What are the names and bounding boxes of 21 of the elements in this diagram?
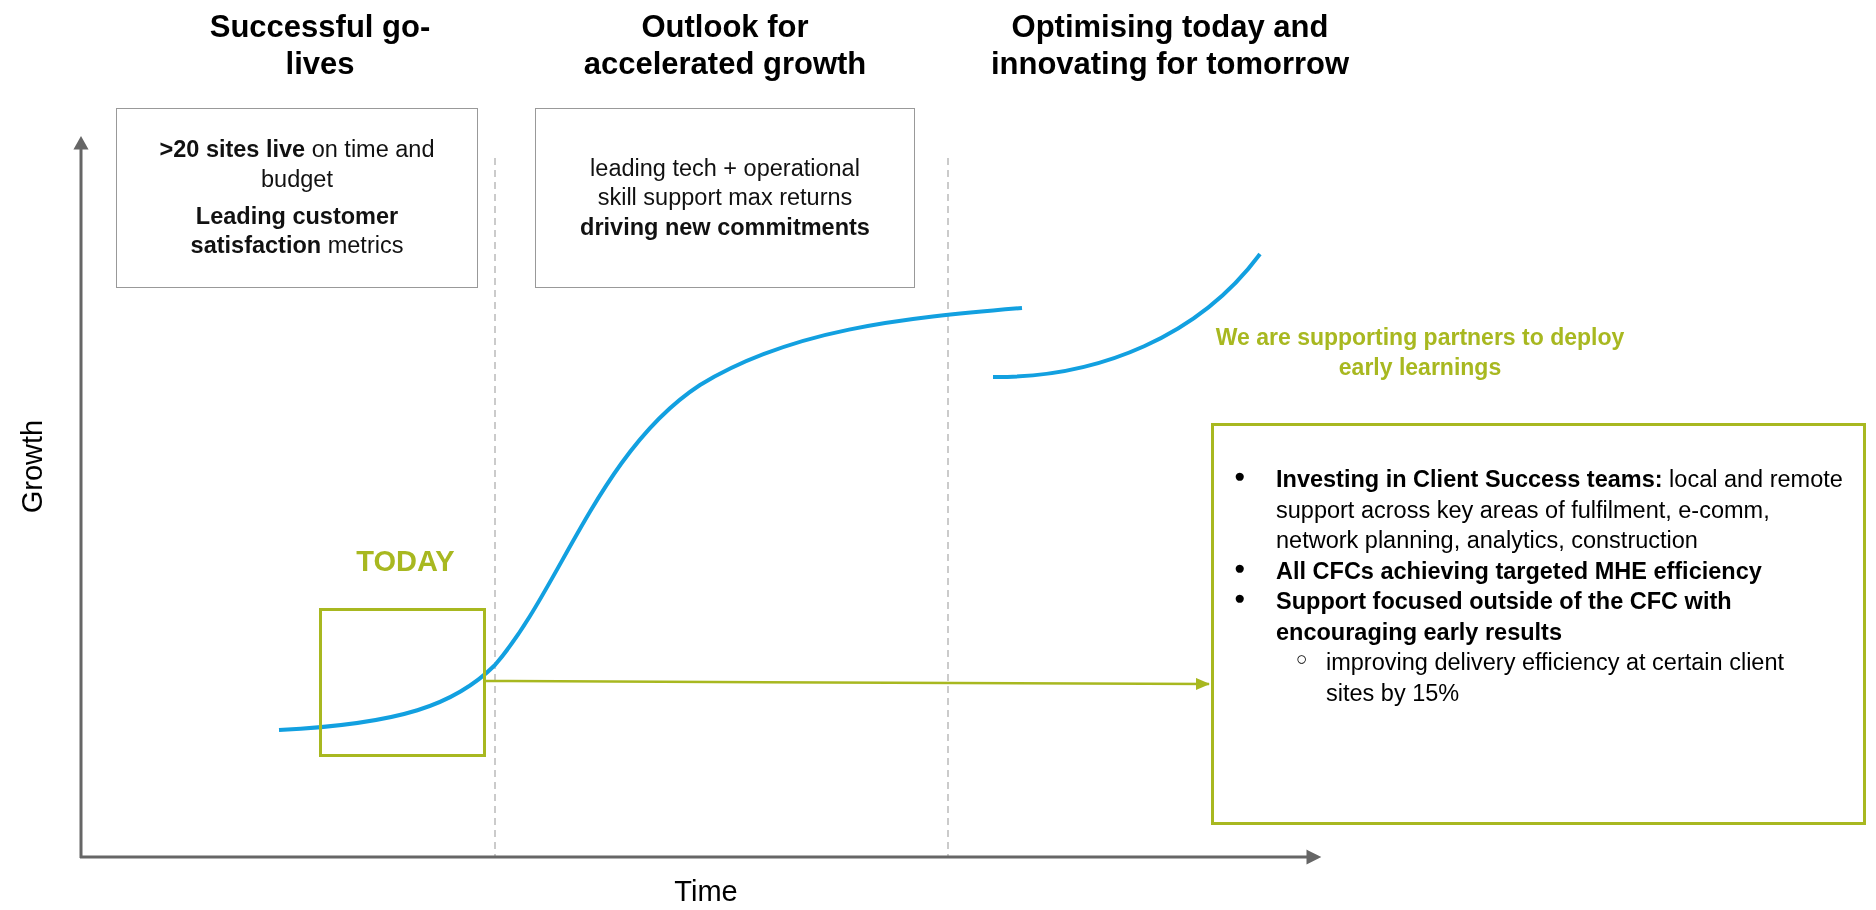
bullet-marker: ● [1234, 464, 1247, 488]
sub-bullet-item: improving delivery efficiency at certain client sites by 15% [1326, 648, 1786, 708]
text-box [116, 108, 478, 288]
box-text: Leading customer satisfaction metrics [189, 202, 405, 261]
bullet-item: All CFCs achieving targeted MHE efficiency [1276, 556, 1762, 586]
box-text: leading tech + operational skill support max returns driving new commitments [579, 153, 871, 242]
bullet-marker: ● [1234, 555, 1247, 580]
callout-text: We are supporting partners to deploy early learnings [1214, 323, 1626, 382]
bullet-marker: ● [1234, 586, 1247, 611]
highlight-title: TODAY [355, 545, 456, 578]
section-heading: Outlook for accelerated growth [582, 8, 868, 83]
box-text: >20 sites live on time and budget [158, 135, 436, 194]
section-heading: Successful go-lives [208, 8, 432, 83]
bullet-item: Investing in Client Success teams: local and remote support across key areas of fulfilment, e-comm, network planning, analytics, construction [1276, 465, 1844, 556]
axis-label: Growth [15, 418, 49, 516]
bullet-marker: ○ [1296, 647, 1309, 672]
arrow [486, 677, 1210, 690]
axis-label: Time [673, 875, 739, 908]
text-box [535, 108, 915, 288]
info-panel [1211, 423, 1866, 825]
section-heading: Optimising today and innovating for tomorrow [989, 8, 1351, 83]
